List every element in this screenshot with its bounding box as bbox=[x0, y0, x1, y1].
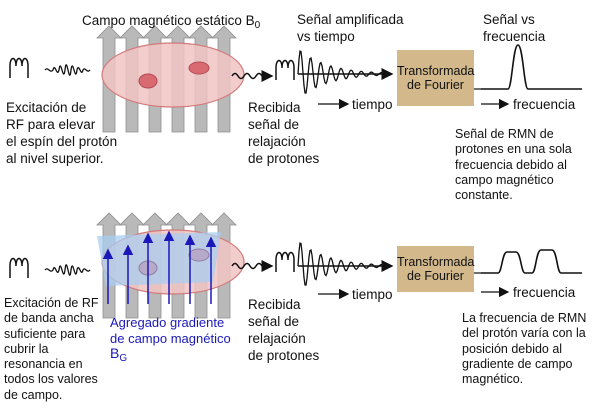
bottom-spot-right bbox=[188, 248, 210, 262]
bottom-fourier-box bbox=[397, 246, 474, 292]
bottom-result-label: La frecuencia de RMN del protón varía co… bbox=[462, 311, 587, 387]
top-result-label: Señal de RMN de protones en una sola fre… bbox=[455, 127, 572, 203]
bottom-fid-signal bbox=[297, 242, 389, 286]
top-fourier-box bbox=[397, 50, 474, 106]
top-rf-pulse-icon bbox=[44, 64, 91, 76]
frequency-plot-title: Señal vs frecuencia bbox=[483, 12, 546, 44]
top-spot-left bbox=[138, 73, 158, 89]
top-excitation-label: Excitación de RF para elevar el espín de… bbox=[6, 100, 118, 166]
top-frequency-peak bbox=[481, 44, 582, 90]
top-receiver-coil-icon bbox=[275, 59, 295, 80]
top-fourier-label: Transformada de Fourier bbox=[397, 64, 475, 92]
top-sample-ellipse bbox=[101, 42, 245, 108]
bottom-frequency-axis-label: frecuencia bbox=[513, 285, 576, 300]
bottom-rf-coil-icon bbox=[9, 257, 29, 278]
top-received-label: Recibida señal de relajación de protones bbox=[248, 100, 320, 166]
top-frequency-axis-label: frecuencia bbox=[513, 97, 576, 112]
gradient-symbol: BG bbox=[110, 345, 128, 364]
bottom-frequency-peaks bbox=[481, 249, 582, 274]
top-emission-wave-icon bbox=[231, 70, 274, 82]
static-field-label: Campo magnético estático B0 bbox=[82, 13, 261, 31]
bottom-rf-pulse-icon bbox=[44, 264, 91, 276]
bottom-received-label: Recibida señal de relajación de protones bbox=[248, 297, 320, 363]
bottom-receiver-coil-icon bbox=[275, 251, 295, 272]
bottom-emission-wave-icon bbox=[231, 260, 274, 272]
top-time-axis-label: tiempo bbox=[352, 97, 393, 112]
bottom-fourier-label: Transformada de Fourier bbox=[397, 255, 475, 283]
bottom-time-axis-label: tiempo bbox=[352, 287, 393, 302]
top-rf-coil-icon bbox=[9, 57, 29, 78]
top-fid-signal bbox=[297, 50, 389, 94]
gradient-field-arrows bbox=[102, 230, 217, 304]
bottom-excitation-label: Excitación de RF de banda ancha suficien… bbox=[4, 296, 99, 402]
top-spot-right bbox=[188, 61, 210, 75]
gradient-label: Agregado gradiente de campo magnético bbox=[110, 315, 231, 346]
amplified-signal-label: Señal amplificada vs tiempo bbox=[297, 12, 404, 44]
